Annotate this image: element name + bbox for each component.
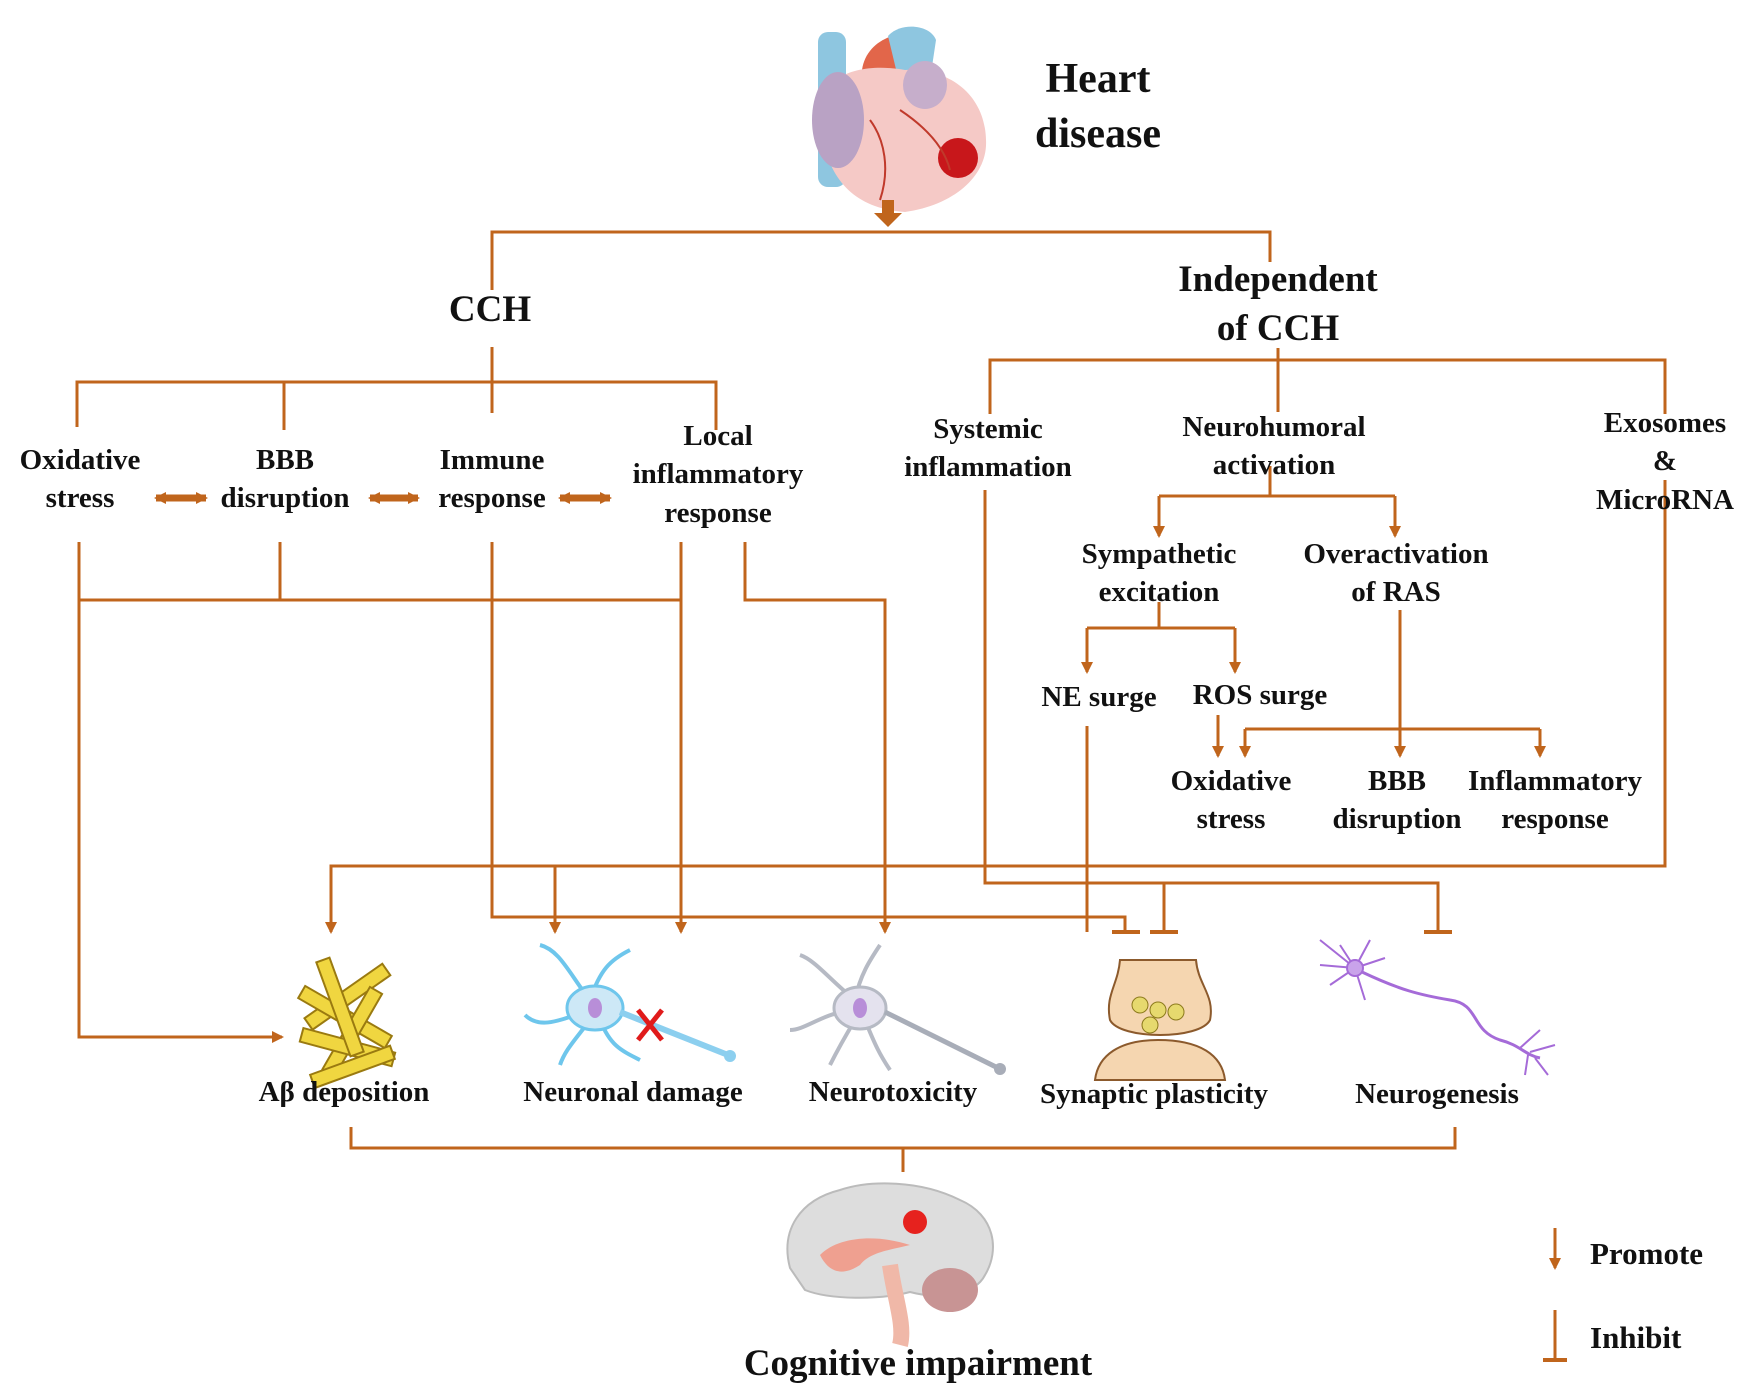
systemic-inflammation-label: Systemic inflammation [904,413,1072,484]
immune-response-label: Immune response [438,444,546,515]
ne-surge-label: NE surge [1041,681,1157,713]
neurogenesis-label: Neurogenesis [1355,1078,1519,1110]
heart-icon [812,26,987,212]
synaptic-plasticity-label: Synaptic plasticity [1040,1078,1268,1110]
cognitive-impairment-label: Cognitive impairment [743,1343,1093,1384]
connector-lines [75,230,1667,1172]
neuron-icon [789,943,1006,1075]
neuronal-damage-label: Neuronal damage [523,1076,743,1108]
damaged-neuron-icon [523,943,736,1066]
local-inflammatory-response-label: Local inflammatory response [632,420,804,529]
bbb-disruption-label: BBB disruption [220,444,350,515]
ros-surge-label: ROS surge [1192,679,1328,711]
inflammatory-response-label: Inflammatory response [1468,765,1642,836]
oxidative-stress-2-label: Oxidative stress [1170,765,1292,836]
neurogenesis-neuron-icon [1319,939,1556,1076]
independent-of-cch-label: Independent of CCH [1178,259,1378,349]
synapse-icon [1093,959,1227,1081]
inhibit-legend-label: Inhibit [1590,1320,1682,1355]
abeta-deposition-label: Aβ deposition [258,1076,430,1108]
promote-legend-label: Promote [1590,1236,1704,1271]
brain-icon [786,1182,994,1347]
cch-label: CCH [448,289,532,330]
overactivation-of-ras-label: Overactivation of RAS [1303,538,1489,609]
exosomes-microrna-label: Exosomes & MicroRNA [1596,407,1734,516]
sympathetic-excitation-label: Sympathetic excitation [1081,538,1237,609]
heart-to-branches-arrow [874,200,902,227]
neurotoxicity-label: Neurotoxicity [808,1076,978,1108]
neurohumoral-activation-label: Neurohumoral activation [1182,411,1366,482]
heart-disease-label: Heart disease [1035,56,1161,157]
oxidative-stress-label: Oxidative stress [19,444,141,515]
amyloid-fibril-icon [296,956,397,1090]
inhibit-legend-marker [1543,1310,1567,1362]
bbb-disruption-2-label: BBB disruption [1332,765,1462,836]
